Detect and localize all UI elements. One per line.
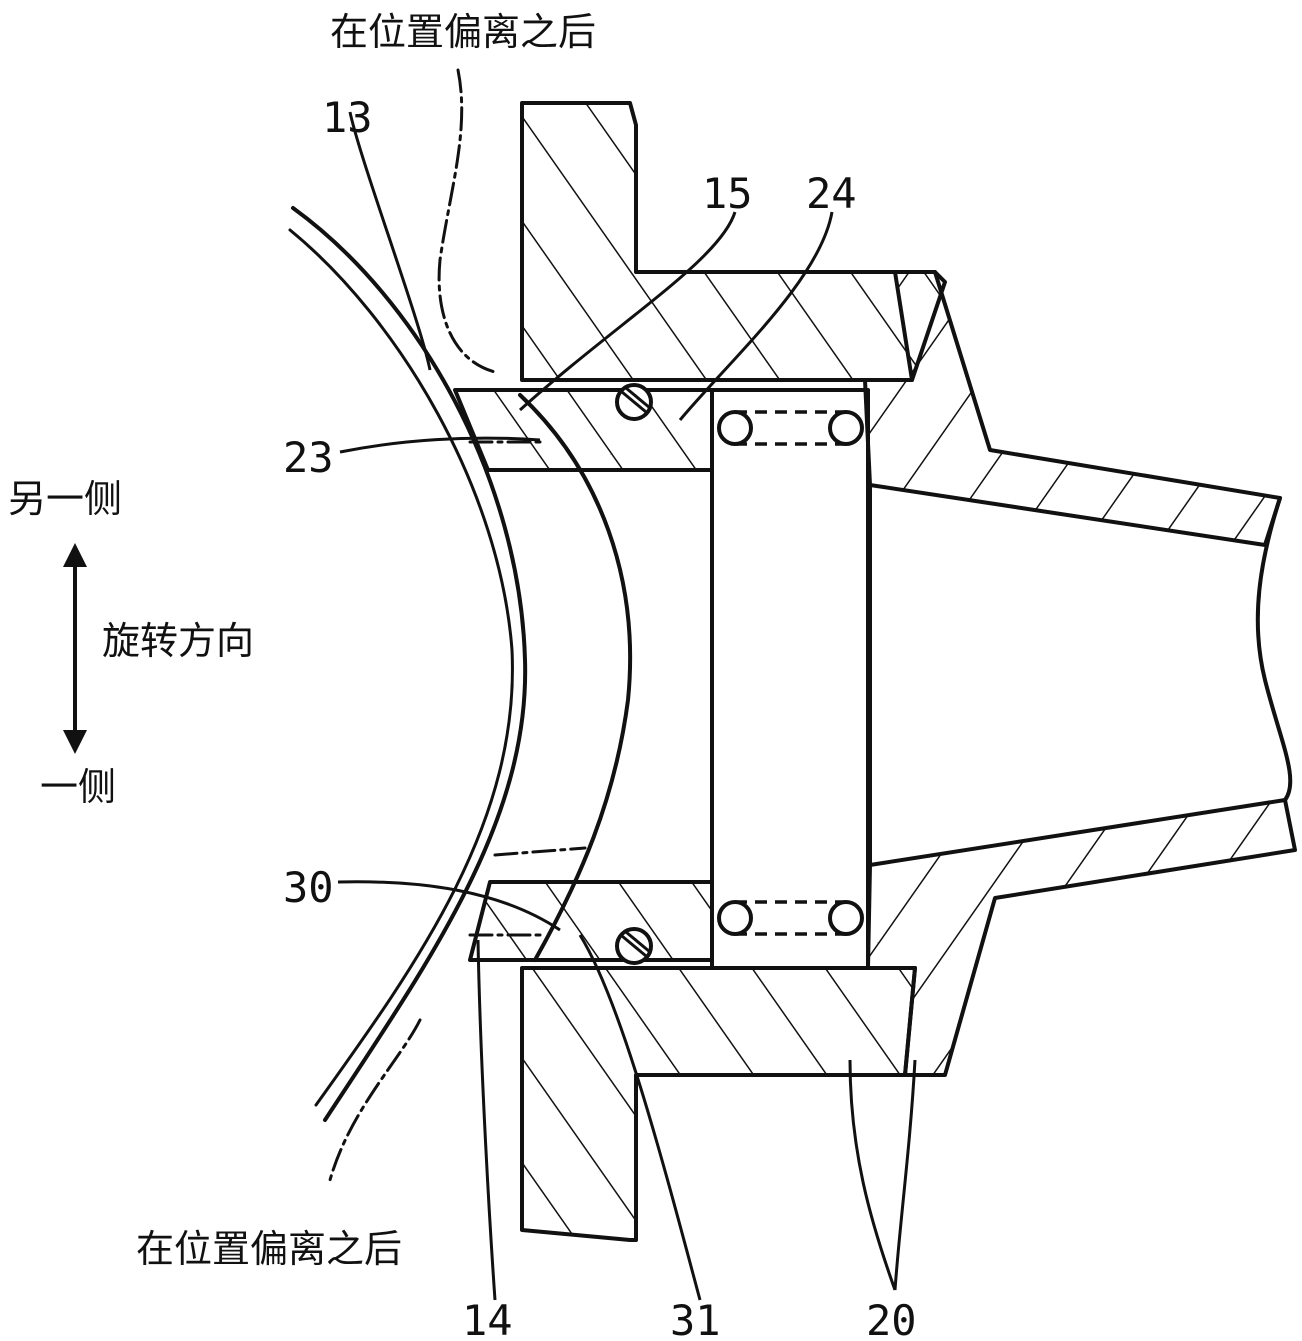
label-other-side: 另一侧: [8, 477, 122, 521]
part-number-30: 30: [283, 863, 334, 912]
right-housing-lower: [866, 798, 1297, 1077]
right-housing-upper: [863, 270, 1282, 547]
upper-housing: [520, 101, 947, 382]
offset-line-top: [437, 68, 497, 374]
part-number-20: 20: [866, 1296, 917, 1341]
piston-body: [710, 388, 870, 970]
label-one-side: 一侧: [40, 765, 116, 809]
rotor-arc-outer: [291, 206, 528, 1122]
spring-coil-ll: [717, 900, 753, 936]
upper-seal-block: [453, 388, 714, 472]
part-number-24: 24: [806, 169, 857, 218]
part-number-13: 13: [322, 93, 373, 142]
part-number-31: 31: [670, 1296, 721, 1341]
lower-seal-block: [468, 880, 714, 962]
spring-coil-lr: [828, 900, 864, 936]
lower-housing: [520, 966, 917, 1242]
part-number-23: 23: [283, 433, 334, 482]
label-offset-bottom: 在位置偏离之后: [136, 1227, 402, 1271]
spring-coil-ur: [828, 410, 864, 446]
spring-coil-ul: [717, 410, 753, 446]
part-number-14: 14: [462, 1296, 513, 1341]
label-offset-top: 在位置偏离之后: [330, 10, 596, 54]
offset-line-bottom: [328, 1018, 422, 1182]
bore-arc: [518, 393, 633, 962]
part-number-15: 15: [702, 169, 753, 218]
shaft-end: [1255, 496, 1293, 802]
rotor-arc-inner: [288, 228, 514, 1107]
label-rotation-direction: 旋转方向: [102, 619, 254, 663]
